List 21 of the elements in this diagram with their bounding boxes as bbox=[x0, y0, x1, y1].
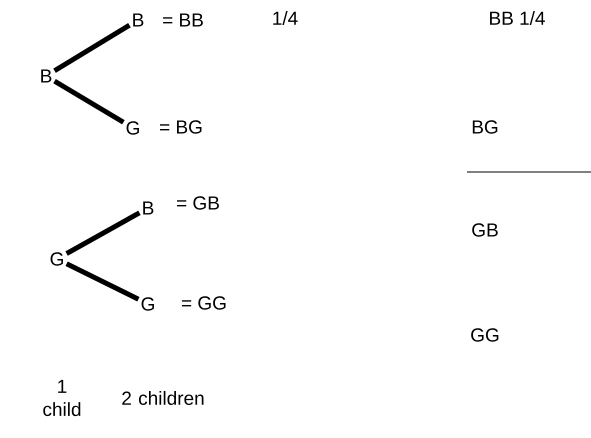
tree-letter: B bbox=[133, 13, 144, 27]
tree-letter: G bbox=[142, 297, 154, 311]
tree-letter: G bbox=[50, 252, 63, 266]
outcome-label: = GG bbox=[182, 296, 226, 310]
tree-branch bbox=[65, 210, 141, 256]
tree-branch bbox=[53, 78, 125, 124]
tree-letter: B bbox=[143, 201, 154, 215]
outcome-label: BB 1/4 bbox=[490, 11, 545, 25]
outcome-label: = BG bbox=[160, 120, 202, 134]
outcome-label: 2 children bbox=[122, 391, 204, 405]
outcome-label: GB bbox=[472, 223, 498, 237]
outcome-label: = GB bbox=[177, 196, 219, 210]
tree-branch bbox=[53, 23, 131, 73]
outcome-label: GG bbox=[471, 328, 498, 342]
outcome-label: = BB bbox=[163, 13, 203, 27]
tree-letter: B bbox=[41, 69, 52, 83]
outcome-label: 1 child bbox=[43, 380, 80, 416]
outcome-label: BG bbox=[472, 120, 498, 134]
tree-branch bbox=[66, 261, 140, 302]
outcome-label: 1/4 bbox=[273, 11, 298, 25]
tree-letter: G bbox=[126, 121, 139, 135]
